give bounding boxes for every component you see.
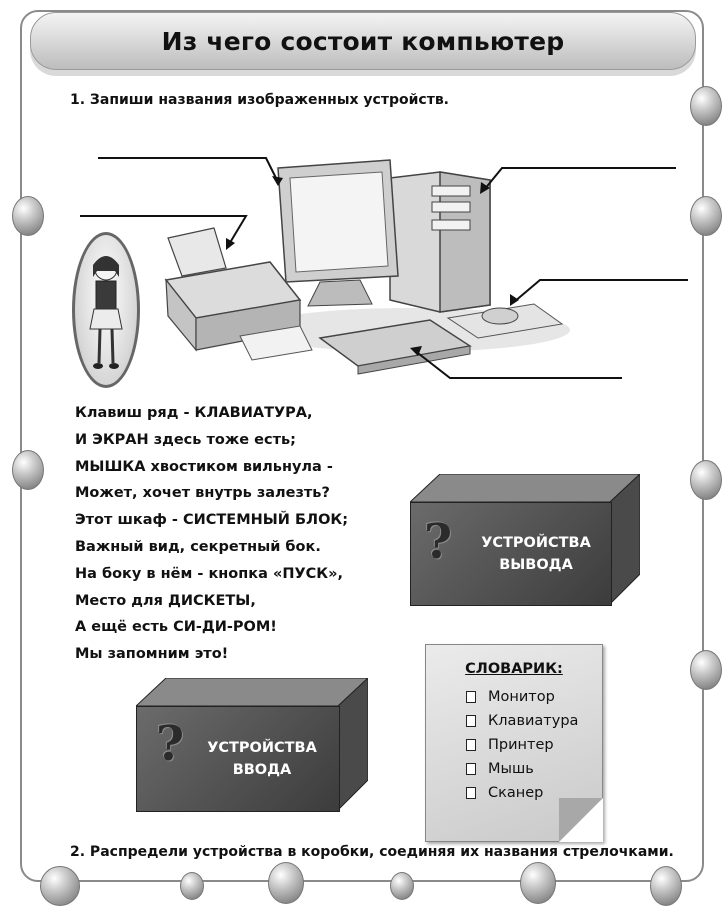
dictionary-item-label: Принтер	[488, 737, 554, 753]
decor-ball-right-1	[690, 86, 722, 126]
question-mark-icon: ?	[424, 514, 453, 570]
checkbox-icon[interactable]	[466, 787, 476, 799]
title-banner: Из чего состоит компьютер	[30, 12, 696, 70]
decor-ball-bottom-6	[650, 866, 682, 906]
checkbox-icon[interactable]	[466, 691, 476, 703]
poem: Клавиш ряд - КЛАВИАТУРА, И ЭКРАН здесь т…	[75, 400, 415, 668]
girl-illustration	[72, 232, 140, 388]
dictionary-item[interactable]: Монитор	[466, 685, 578, 709]
dictionary-item[interactable]: Клавиатура	[466, 709, 578, 733]
page-title: Из чего состоит компьютер	[161, 26, 565, 56]
decor-ball-left-2	[12, 450, 44, 490]
box-shape	[410, 474, 640, 604]
dictionary-item-label: Монитор	[488, 689, 555, 705]
output-devices-box[interactable]: УСТРОЙСТВА ВЫВОДА ?	[410, 474, 640, 606]
poem-line: И ЭКРАН здесь тоже есть;	[75, 431, 296, 448]
box-label-line1: УСТРОЙСТВА	[207, 740, 317, 756]
box-front: УСТРОЙСТВА ВВОДА	[136, 706, 340, 812]
task-2-text: 2. Распредели устройства в коробки, соед…	[70, 844, 674, 860]
box-shape	[136, 678, 368, 810]
decor-ball-bottom-3	[268, 862, 304, 904]
dictionary-note: СЛОВАРИК: Монитор Клавиатура Принтер Мыш…	[425, 644, 603, 842]
poem-line: Мы запомним это!	[75, 646, 229, 663]
decor-ball-bottom-5	[520, 862, 556, 904]
dictionary-list: Монитор Клавиатура Принтер Мышь Сканер	[466, 685, 578, 805]
question-mark-icon: ?	[156, 716, 185, 772]
decor-ball-right-2	[690, 196, 722, 236]
poem-line: На боку в нём - кнопка «ПУСК»,	[75, 565, 344, 582]
poem-line: Клавиш ряд - КЛАВИАТУРА,	[75, 405, 313, 421]
dictionary-item[interactable]: Сканер	[466, 781, 578, 805]
dictionary-title: СЛОВАРИК:	[465, 661, 563, 677]
poem-line: Место для ДИСКЕТЫ,	[75, 592, 256, 609]
decor-ball-bottom-1	[40, 866, 80, 906]
dictionary-item-label: Сканер	[488, 785, 544, 801]
poem-line: Важный вид, секретный бок.	[75, 538, 321, 555]
dictionary-item-label: Клавиатура	[488, 713, 579, 729]
checkbox-icon[interactable]	[466, 715, 476, 727]
box-label-line2: ВВОДА	[232, 762, 292, 778]
decor-ball-bottom-4	[390, 872, 414, 900]
box-front: УСТРОЙСТВА ВЫВОДА	[410, 502, 612, 606]
decor-ball-left-1	[12, 196, 44, 236]
poem-line: Этот шкаф - СИСТЕМНЫЙ БЛОК;	[75, 512, 349, 529]
box-label-line2: ВЫВОДА	[499, 557, 573, 573]
decor-ball-bottom-2	[180, 872, 204, 900]
decor-ball-right-4	[690, 650, 722, 690]
poem-line: МЫШКА хвостиком вильнула -	[75, 458, 333, 475]
dictionary-item[interactable]: Принтер	[466, 733, 578, 757]
poem-line: Может, хочет внутрь залезть?	[75, 485, 330, 502]
poem-line: А ещё есть СИ-ДИ-РОМ!	[75, 619, 277, 636]
dictionary-item[interactable]: Мышь	[466, 757, 578, 781]
task-1-text: 1. Запиши названия изображенных устройст…	[70, 92, 449, 108]
input-devices-box[interactable]: УСТРОЙСТВА ВВОДА ?	[136, 678, 368, 812]
box-label-line1: УСТРОЙСТВА	[481, 535, 591, 551]
checkbox-icon[interactable]	[466, 763, 476, 775]
decor-ball-right-3	[690, 460, 722, 500]
dictionary-item-label: Мышь	[488, 761, 534, 777]
checkbox-icon[interactable]	[466, 739, 476, 751]
page-curl-icon	[559, 798, 603, 842]
